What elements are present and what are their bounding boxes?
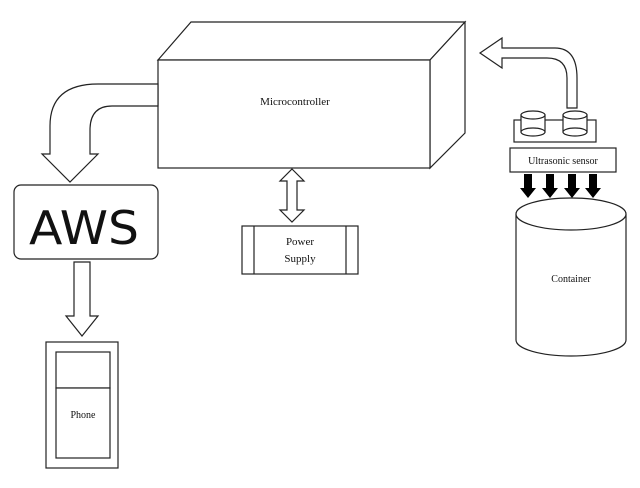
phone-screen-top bbox=[55, 351, 111, 389]
ultrasonic-sensor bbox=[509, 110, 617, 173]
phone-device bbox=[45, 341, 119, 469]
sensor-transducer-right-top bbox=[562, 110, 588, 120]
arrow-aws-to-phone bbox=[64, 261, 100, 337]
phone-label: Phone bbox=[71, 410, 97, 421]
ultrasonic-sensor-label: Ultrasonic sensor bbox=[528, 156, 598, 167]
phone-screen-bottom bbox=[55, 387, 111, 459]
sensor-transducer-left-top bbox=[520, 110, 546, 120]
container-cylinder bbox=[515, 197, 627, 357]
sensor-label-strip bbox=[509, 147, 617, 173]
signal-arrow-2 bbox=[542, 174, 558, 198]
microcontroller-top-face bbox=[156, 21, 467, 61]
container-label: Container bbox=[551, 274, 591, 285]
aws-label: AWS bbox=[29, 201, 139, 255]
signal-arrow-1 bbox=[520, 174, 536, 198]
aws-box bbox=[13, 184, 159, 260]
power-supply-box bbox=[241, 225, 359, 275]
power-double-arrow bbox=[278, 168, 306, 223]
power-supply-label-line2: Supply bbox=[284, 253, 316, 265]
sensor-signal-arrows bbox=[520, 174, 601, 198]
curved-arrow-from-sensor bbox=[478, 36, 578, 109]
container-body bbox=[515, 214, 627, 357]
curved-arrow-to-aws bbox=[40, 83, 159, 183]
signal-arrow-3 bbox=[564, 174, 580, 198]
power-supply-label-line1: Power bbox=[286, 236, 314, 248]
signal-arrow-4 bbox=[585, 174, 601, 198]
microcontroller-box bbox=[156, 20, 467, 170]
microcontroller-label: Microcontroller bbox=[260, 96, 330, 108]
container-top bbox=[515, 197, 627, 231]
microcontroller-front-face bbox=[157, 59, 431, 169]
